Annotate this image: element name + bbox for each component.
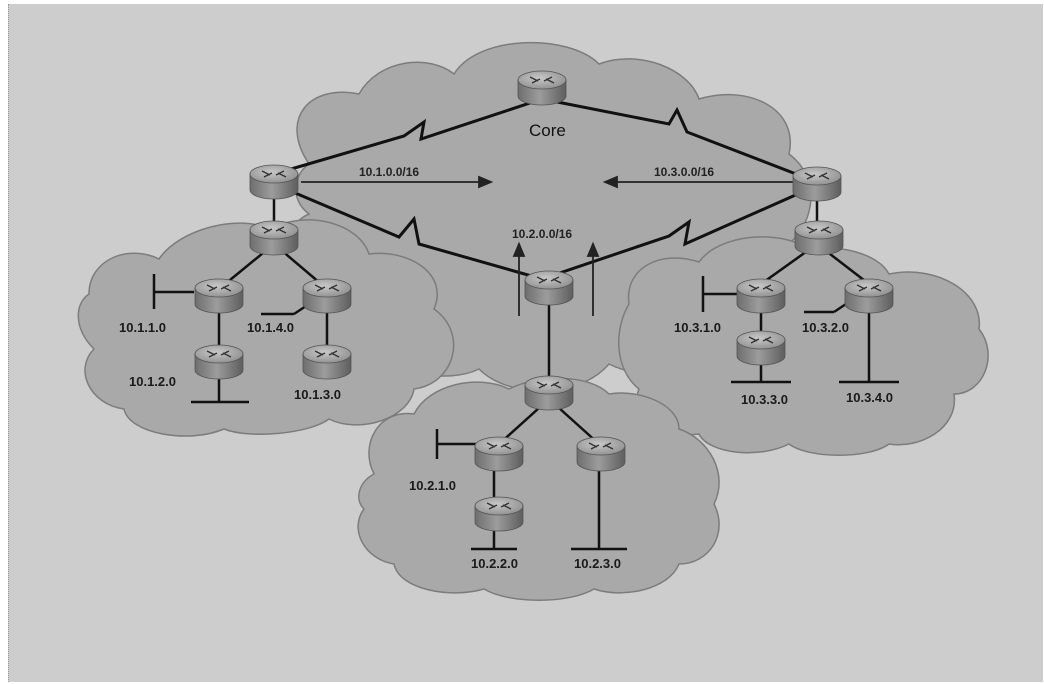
- router-icon: [576, 436, 626, 472]
- router-icon: [474, 436, 524, 472]
- network-label-10-3-2: 10.3.2.0: [802, 320, 849, 335]
- network-label-10-2-1: 10.2.1.0: [409, 478, 456, 493]
- router-icon: [517, 70, 567, 106]
- router-icon: [194, 344, 244, 380]
- summary-label-10-2: 10.2.0.0/16: [512, 227, 572, 241]
- router-icon: [736, 330, 786, 366]
- region-1-cloud: [77, 219, 455, 437]
- network-label-10-2-3: 10.2.3.0: [574, 556, 621, 571]
- network-label-10-1-1: 10.1.1.0: [119, 320, 166, 335]
- router-icon: [194, 278, 244, 314]
- router-icon: [792, 166, 842, 202]
- core-links: [273, 97, 810, 281]
- summary-arrows: [301, 175, 801, 316]
- router-icon: [524, 270, 574, 306]
- router-icon: [794, 220, 844, 256]
- region-2-cloud: [357, 377, 720, 601]
- router-icon: [474, 496, 524, 532]
- network-label-10-3-1: 10.3.1.0: [674, 320, 721, 335]
- router-icon: [302, 278, 352, 314]
- network-label-10-1-3: 10.1.3.0: [294, 387, 341, 402]
- network-label-10-3-3: 10.3.3.0: [741, 392, 788, 407]
- network-label-10-3-4: 10.3.4.0: [846, 390, 893, 405]
- network-label-10-1-2: 10.1.2.0: [129, 374, 176, 389]
- network-label-10-1-4: 10.1.4.0: [247, 320, 294, 335]
- router-icon: [736, 278, 786, 314]
- router-icon: [249, 164, 299, 200]
- core-label: Core: [529, 121, 566, 140]
- summary-label-10-1: 10.1.0.0/16: [359, 165, 419, 179]
- router-icon: [302, 344, 352, 380]
- router-icon: [249, 220, 299, 256]
- diagram-frame: Core 10.1.0.0/16 10.3.0.0/16 10.2.0.0/16…: [8, 4, 1043, 682]
- network-diagram: Core 10.1.0.0/16 10.3.0.0/16 10.2.0.0/16…: [77, 41, 989, 601]
- router-icon: [524, 375, 574, 411]
- router-icon: [844, 278, 894, 314]
- summary-label-10-3: 10.3.0.0/16: [654, 165, 714, 179]
- network-label-10-2-2: 10.2.2.0: [471, 556, 518, 571]
